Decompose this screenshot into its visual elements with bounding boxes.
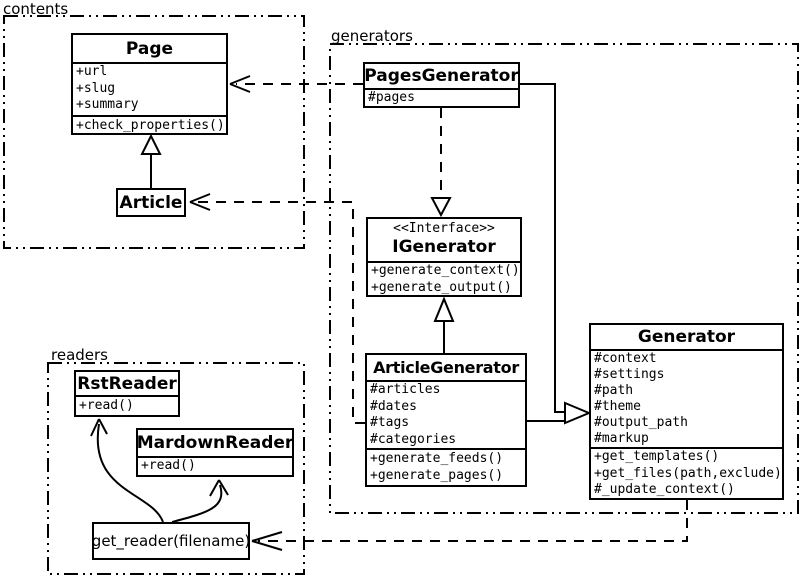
class-articlegenerator-attributes: #articles #dates #tags #categories	[367, 380, 525, 448]
dependency-pagesgenerator-to-page	[229, 75, 363, 93]
package-label-contents: contents	[3, 0, 69, 18]
class-generator-methods: +get_templates() +get_files(path,exclude…	[591, 447, 782, 498]
attribute-row: #output_path	[594, 415, 688, 430]
class-generator-name: Generator	[637, 327, 736, 347]
method-row: +generate_pages()	[370, 468, 504, 483]
method-row: +get_templates()	[594, 449, 720, 464]
class-igenerator-name: IGenerator	[392, 237, 496, 257]
generalization-article-to-page	[140, 133, 162, 188]
attribute-row: #articles	[370, 382, 441, 397]
attribute-row: +slug	[76, 80, 116, 96]
method-row: +read()	[141, 458, 196, 473]
class-pagesgenerator-name: PagesGenerator	[365, 66, 518, 86]
dependency-generator-to-getreader	[251, 500, 688, 551]
realization-pagesgenerator-to-igenerator	[430, 108, 452, 218]
attribute-row: #path	[594, 383, 634, 398]
class-mardownreader: MardownReader +read()	[136, 428, 294, 477]
method-row: +generate_context()	[371, 263, 520, 278]
class-articlegenerator: ArticleGenerator #articles #dates #tags …	[365, 353, 527, 487]
class-igenerator-header: <<Interface>> IGenerator	[368, 219, 520, 261]
class-page-attributes: +url +slug +summary	[73, 62, 226, 115]
dependency-articlegenerator-to-article	[189, 193, 365, 424]
arrow-getreader-to-rstreader	[90, 418, 164, 523]
method-row: +generate_output()	[371, 279, 512, 295]
class-generator: Generator #context #settings #path #them…	[589, 323, 784, 500]
class-page-methods: +check_properties()	[73, 115, 226, 137]
class-igenerator-stereotype: <<Interface>>	[393, 221, 495, 236]
package-generators-border	[329, 43, 799, 514]
attribute-row: #pages	[368, 90, 415, 105]
attribute-row: #categories	[370, 431, 457, 447]
generalization-generators-to-generator	[520, 83, 592, 425]
class-page-name: Page	[125, 38, 174, 59]
function-get-reader: get_reader(filename)	[92, 522, 250, 560]
attribute-row: #theme	[594, 399, 641, 414]
generalization-articlegenerator-to-igenerator	[433, 296, 455, 353]
package-contents-border	[3, 15, 305, 249]
class-page: Page +url +slug +summary +check_properti…	[71, 33, 228, 135]
class-articlegenerator-methods: +generate_feeds() +generate_pages()	[367, 448, 525, 485]
package-readers-border	[47, 362, 305, 575]
package-label-generators: generators	[331, 27, 413, 45]
method-row: +read()	[79, 398, 134, 413]
method-row: +generate_feeds()	[370, 451, 504, 466]
class-generator-attributes: #context #settings #path #theme #output_…	[591, 349, 782, 447]
class-rstreader-methods: +read()	[76, 395, 178, 415]
class-mardownreader-name: MardownReader	[138, 433, 292, 453]
class-mardownreader-methods: +read()	[138, 456, 292, 475]
attribute-row: #settings	[594, 367, 665, 382]
class-pagesgenerator: PagesGenerator #pages	[363, 62, 520, 108]
class-pagesgenerator-attributes: #pages	[365, 88, 518, 106]
class-article-name: Article	[119, 192, 183, 213]
method-row: +get_files(path,exclude)	[594, 465, 782, 481]
class-articlegenerator-name: ArticleGenerator	[373, 358, 519, 377]
attribute-row: +url	[76, 64, 108, 79]
class-article: Article	[116, 188, 186, 217]
method-row: #_update_context()	[594, 482, 735, 497]
class-rstreader: RstReader +read()	[74, 370, 180, 417]
attribute-row: #dates	[370, 398, 417, 414]
arrow-getreader-to-mardownreader	[171, 479, 229, 523]
attribute-row: #tags	[370, 415, 410, 430]
attribute-row: +summary	[76, 97, 139, 112]
class-igenerator: <<Interface>> IGenerator +generate_conte…	[366, 217, 522, 297]
class-igenerator-methods: +generate_context() +generate_output()	[368, 261, 520, 297]
attribute-row: #markup	[594, 431, 649, 446]
package-label-readers: readers	[51, 346, 108, 364]
attribute-row: #context	[594, 351, 657, 366]
method-row: +check_properties()	[76, 118, 225, 133]
class-rstreader-name: RstReader	[77, 373, 177, 394]
